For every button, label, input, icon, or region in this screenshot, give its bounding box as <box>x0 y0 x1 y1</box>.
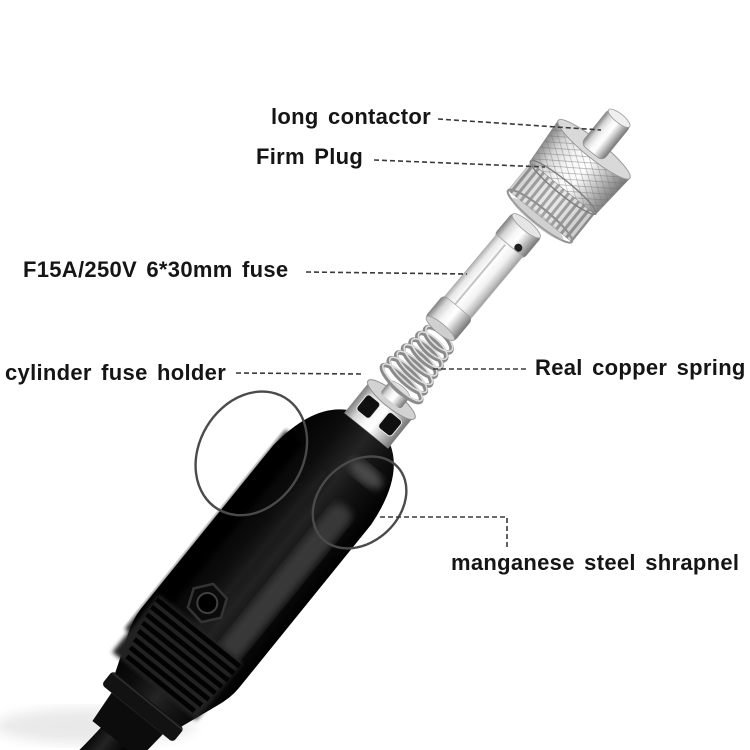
leader-fuse-spec <box>305 271 468 275</box>
leader-lines <box>235 118 602 548</box>
leader-cylinder-fuse-holder <box>235 372 362 375</box>
fuse-cap-hole <box>514 243 523 252</box>
plug-assembly <box>5 108 631 750</box>
shrapnel-loop-right <box>311 455 408 550</box>
spring-seat <box>381 381 410 409</box>
cap-groove <box>529 159 597 216</box>
leader-long-contactor <box>437 118 602 131</box>
label-real-copper-spring: Real copper spring <box>535 355 746 380</box>
side-contact-springs <box>194 390 408 550</box>
glass-fuse <box>425 213 541 341</box>
body-highlight-streak <box>215 503 352 666</box>
label-firm-plug: Firm Plug <box>256 144 364 169</box>
leader-firm-plug <box>373 159 546 168</box>
label-cylinder-fuse-holder: cylinder fuse holder <box>5 360 227 385</box>
grip-ribs <box>125 597 242 713</box>
label-long-contactor: long contactor <box>271 104 431 129</box>
tip-top-rim <box>607 108 631 128</box>
label-manganese-steel-shrapnel: manganese steel shrapnel <box>451 550 740 575</box>
collar-window-left <box>356 394 381 419</box>
coil-spring-shine <box>382 325 454 402</box>
tail-neck <box>92 692 163 750</box>
fuse-element-wire <box>454 243 507 306</box>
fuse-cap-top-rim <box>511 213 541 239</box>
hex-button-lens <box>196 592 219 615</box>
shoulder-gloss <box>349 459 383 489</box>
shrapnel-loop-left <box>194 390 309 517</box>
cap-thread-ridges <box>508 160 596 242</box>
step-ring-edge <box>111 672 183 730</box>
leader-manganese-steel-shrapnel <box>380 516 508 548</box>
cap-knurl-hatch-b <box>529 120 630 215</box>
label-fuse-spec: F15A/250V 6*30mm fuse <box>23 257 289 282</box>
fuse-cap-bottom-rim <box>425 315 455 341</box>
collar-window-right <box>378 412 403 437</box>
step-ring <box>103 672 183 741</box>
coil-spring <box>379 324 454 405</box>
body-left-shade <box>124 429 303 643</box>
cap-bottom-shadow <box>511 197 564 241</box>
fuse-holder-body <box>92 409 394 750</box>
hex-button <box>186 582 229 624</box>
contact-tip <box>582 108 631 160</box>
collar <box>344 379 416 449</box>
